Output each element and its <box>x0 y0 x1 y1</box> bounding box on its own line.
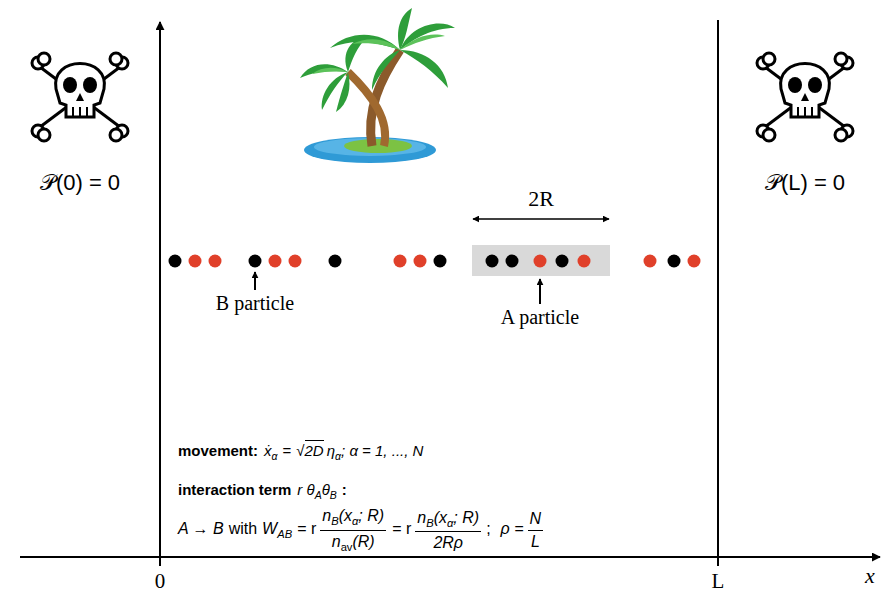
fraction: nB(xα; R)nav(R) <box>320 506 386 554</box>
pointer-arrow <box>539 279 541 304</box>
formula-part: : <box>342 481 347 499</box>
formula-part: α <box>272 450 278 463</box>
formula-part: = r <box>297 519 316 538</box>
formula-part: n <box>332 532 341 551</box>
formula-part: W <box>262 519 277 538</box>
formula-part: = <box>283 442 292 460</box>
formula-part: (x <box>339 506 352 525</box>
formula-part: ρ = <box>501 519 524 538</box>
particle-label: A particle <box>501 306 579 329</box>
formula-part: av <box>341 541 353 554</box>
axis-tick: 0 <box>155 569 166 593</box>
formula-part: ; R) <box>453 508 479 527</box>
interaction-range <box>472 245 610 276</box>
formula-part: A <box>315 489 322 502</box>
skull-symbol <box>32 53 128 141</box>
formula-part: ; α = 1, ..., N <box>341 442 423 460</box>
formula-part: η <box>327 442 335 460</box>
axis-tick: L <box>712 569 725 593</box>
boundary-condition: 𝒫(L) = 0 <box>765 170 845 195</box>
formula-part: N <box>530 509 542 528</box>
heading-word: interaction term <box>178 481 291 499</box>
pointer-arrow <box>254 272 256 290</box>
particles <box>169 255 701 268</box>
formula-part: B <box>331 515 338 528</box>
formula-line: movement:ẋα=√2Dηα; α = 1, ..., N <box>178 440 423 462</box>
palm-island <box>300 8 455 163</box>
formula-part: = r <box>392 519 411 538</box>
formula-part: θ <box>322 481 330 499</box>
particle-label: B particle <box>216 292 294 315</box>
boundary-condition: 𝒫(0) = 0 <box>40 170 120 195</box>
skull-symbol <box>757 53 853 141</box>
formula-part: α <box>335 450 341 463</box>
formula-line: A → BwithWAB= rnB(xα; R)nav(R)= rnB(xα; … <box>178 506 547 554</box>
formula-part: (R) <box>352 532 374 551</box>
formula-part: √ <box>296 442 304 460</box>
formula-part: n <box>417 508 426 527</box>
heading-word: movement: <box>178 442 258 460</box>
x-axis <box>20 556 880 558</box>
right-wall <box>717 20 719 566</box>
formula-part: α <box>352 515 358 528</box>
formula-part: 2Rρ <box>433 533 463 552</box>
formula-part: (x <box>434 508 447 527</box>
axis-label: x <box>865 563 875 588</box>
dimension-label: 2R <box>528 186 554 211</box>
formula-part: r θ <box>297 481 314 499</box>
formula-part: L <box>531 532 540 551</box>
y-axis <box>159 22 161 566</box>
formula-part: B <box>330 489 337 502</box>
formula-part: A → B <box>178 519 224 538</box>
fraction: nB(xα; R) 2Rρ <box>415 508 481 553</box>
formula-line: interaction term r θAθB: <box>178 481 347 501</box>
fraction: NL <box>528 509 544 550</box>
formula-part: n <box>322 506 331 525</box>
formula-part: with <box>229 519 257 538</box>
formula-part: B <box>426 517 433 530</box>
formula-part: ; <box>486 519 490 538</box>
formula-part: 2D <box>305 440 324 460</box>
formula-part: ẋ <box>264 442 272 460</box>
range-arrow <box>473 218 609 220</box>
formula-part: α <box>447 517 453 530</box>
formula-part: ; R) <box>358 506 384 525</box>
formula-part: AB <box>277 528 292 541</box>
